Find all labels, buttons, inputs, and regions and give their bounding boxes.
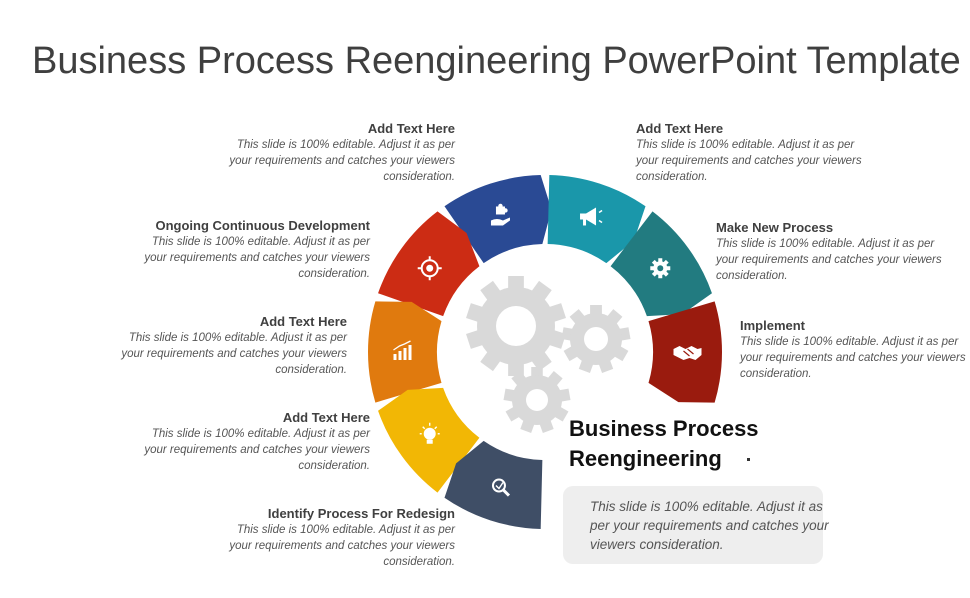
wheel-segment-2	[547, 175, 646, 264]
decorative-dot	[747, 458, 750, 461]
step-body: This slide is 100% editable. Adjust it a…	[229, 524, 455, 568]
handshake-icon	[673, 346, 702, 360]
description-text: This slide is 100% editable. Adjust it a…	[590, 499, 829, 552]
megaphone-icon	[580, 207, 603, 226]
hand-puzzle-icon	[490, 203, 510, 226]
segment-icons	[393, 203, 702, 497]
step-block-8: Identify Process For Redesign This slide…	[225, 506, 455, 570]
magnifier-icon	[491, 478, 511, 497]
step-heading: Ongoing Continuous Development	[155, 218, 371, 233]
medium-gear-icon	[561, 305, 631, 373]
step-heading: Add Text Here	[282, 410, 370, 425]
step-body: This slide is 100% editable. Adjust it a…	[121, 332, 347, 376]
step-heading: Add Text Here	[259, 314, 347, 329]
step-block-5: Ongoing Continuous Development This slid…	[140, 218, 370, 282]
gear-icon	[650, 258, 671, 279]
step-heading: Add Text Here	[367, 121, 455, 136]
slide: Business Process Reengineering PowerPoin…	[32, 40, 966, 570]
step-body: This slide is 100% editable. Adjust it a…	[144, 236, 370, 280]
small-gear-icon	[503, 367, 571, 433]
large-gear-icon	[466, 276, 566, 376]
center-title-line2: Reengineering	[569, 446, 722, 471]
step-block-4: Implement This slide is 100% editable. A…	[740, 318, 970, 382]
wheel-segment-5	[378, 211, 480, 317]
bar-chart-icon	[393, 340, 412, 360]
center-title-line1: Business Process	[569, 416, 759, 441]
slide-title: Business Process Reengineering PowerPoin…	[32, 40, 961, 82]
step-block-7: Add Text Here This slide is 100% editabl…	[140, 410, 370, 474]
step-body: This slide is 100% editable. Adjust it a…	[716, 238, 942, 282]
process-wheel	[367, 175, 723, 529]
step-block-2: Add Text Here This slide is 100% editabl…	[636, 121, 866, 185]
step-body: This slide is 100% editable. Adjust it a…	[740, 336, 966, 380]
step-heading: Identify Process For Redesign	[267, 506, 455, 521]
step-heading: Make New Process	[716, 220, 834, 235]
target-icon	[417, 256, 442, 281]
step-body: This slide is 100% editable. Adjust it a…	[144, 428, 370, 472]
lightbulb-icon	[419, 422, 440, 444]
center-title: Business Process Reengineering	[569, 414, 759, 474]
step-block-3: Make New Process This slide is 100% edit…	[716, 220, 946, 284]
step-block-6: Add Text Here This slide is 100% editabl…	[117, 314, 347, 378]
step-body: This slide is 100% editable. Adjust it a…	[229, 139, 455, 183]
step-block-1: Add Text Here This slide is 100% editabl…	[225, 121, 455, 185]
step-heading: Implement	[740, 318, 806, 333]
gears-illustration	[466, 276, 631, 433]
step-body: This slide is 100% editable. Adjust it a…	[636, 139, 862, 183]
step-heading: Add Text Here	[636, 121, 724, 136]
description-box: This slide is 100% editable. Adjust it a…	[563, 486, 829, 564]
